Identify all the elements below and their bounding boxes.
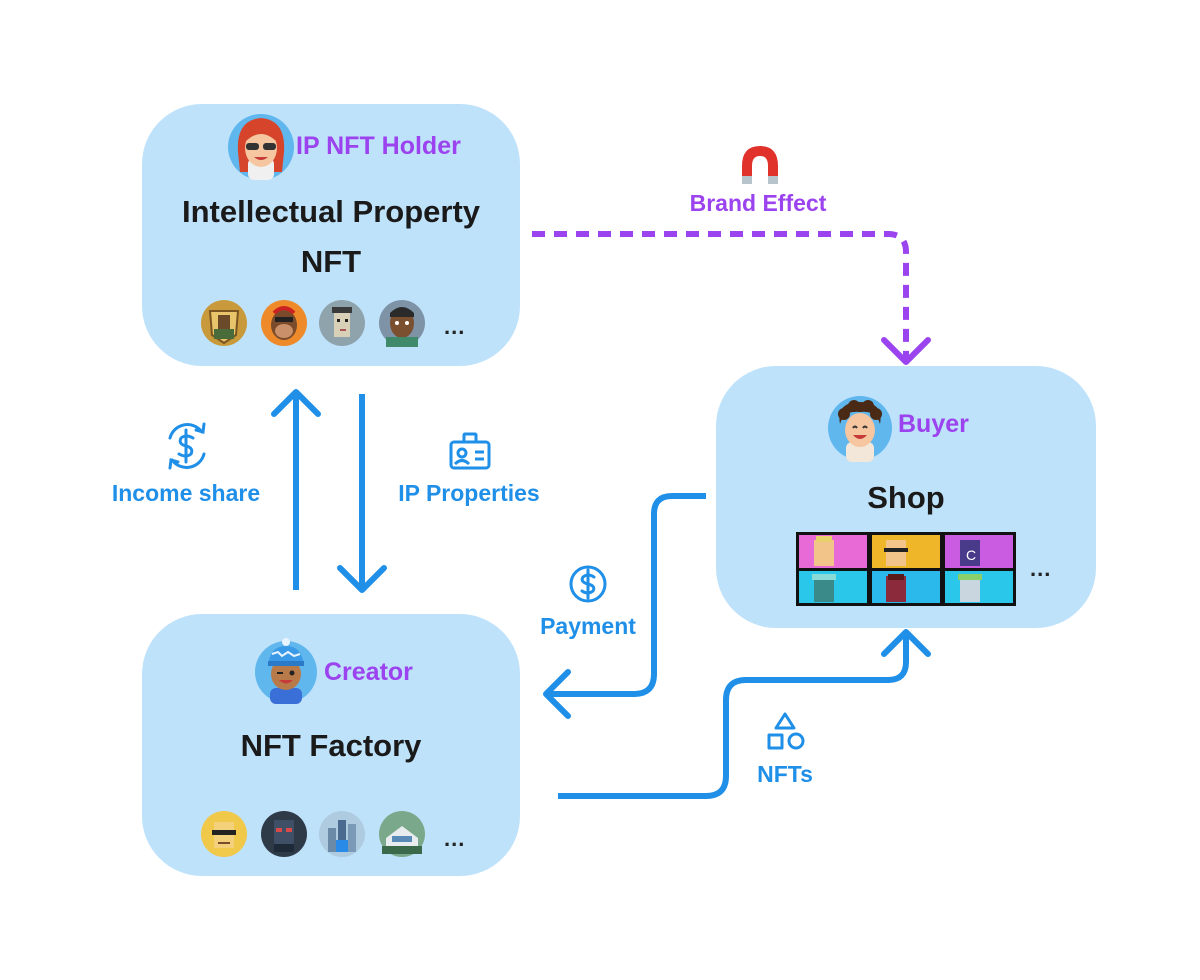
ip-properties-arrowhead (337, 565, 387, 593)
shop-card: Buyer Shop C ... (716, 366, 1096, 628)
buyer-role: Buyer (898, 410, 969, 438)
ip-nft-thumb-3 (319, 300, 365, 346)
svg-text:C: C (966, 547, 976, 563)
dollar-refresh-icon (168, 422, 206, 470)
creator-avatar (255, 638, 317, 704)
payment-arrow (550, 493, 706, 697)
shop-product-grid: C (796, 532, 1016, 606)
ip-holder-role: IP NFT Holder (296, 132, 461, 160)
ip-title-line1: Intellectual Property (181, 194, 481, 229)
shop-title: Shop (867, 480, 945, 515)
ip-holder-avatar (228, 114, 294, 180)
ip-more: ... (444, 314, 466, 339)
magnet-icon (742, 146, 778, 184)
brand-effect-arrowhead (881, 337, 931, 365)
ip-nft-thumb-2 (261, 300, 307, 346)
brand-effect-label: Brand Effect (689, 190, 827, 216)
ip-nft-card: IP NFT Holder Intellectual Property NFT … (142, 104, 520, 366)
ip-properties-label: IP Properties (398, 480, 540, 506)
factory-nft-thumb-2 (261, 811, 307, 857)
factory-nft-thumb-4 (379, 811, 425, 857)
shop-more: ... (1030, 556, 1052, 581)
factory-title: NFT Factory (240, 728, 422, 763)
nfts-label: NFTs (757, 761, 813, 787)
id-card-icon (449, 432, 491, 470)
dollar-circle-icon (569, 565, 607, 603)
nft-factory-card: Creator NFT Factory ... (142, 614, 520, 876)
shapes-icon (767, 712, 805, 750)
ip-title-line2: NFT (300, 244, 362, 279)
buyer-avatar (828, 396, 892, 462)
income-share-label: Income share (111, 480, 261, 506)
ip-nft-thumb-1 (201, 300, 247, 346)
factory-more: ... (444, 826, 466, 851)
brand-effect-arrow (532, 231, 909, 358)
income-share-arrowhead (271, 389, 321, 417)
ip-nft-thumb-4 (379, 300, 425, 347)
payment-label: Payment (540, 613, 636, 639)
factory-nft-thumb-1 (201, 811, 247, 857)
payment-arrowhead (543, 669, 571, 719)
creator-role: Creator (324, 658, 413, 686)
nfts-arrow (558, 636, 909, 799)
nfts-arrowhead (881, 629, 931, 657)
factory-nft-thumb-3 (319, 811, 365, 857)
